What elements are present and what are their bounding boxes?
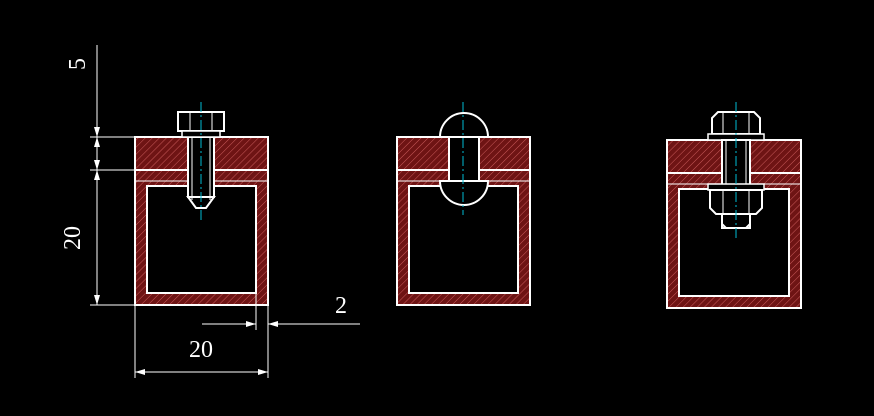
tube-wall-hatch — [397, 170, 530, 305]
dim-label-wall-thickness: 2 — [335, 293, 347, 319]
view-bolt-nut — [666, 102, 802, 309]
view-rivet — [396, 102, 531, 306]
dim-label-height: 20 — [60, 226, 86, 250]
rivet-head-bottom — [438, 180, 490, 206]
view-bolt-square — [134, 102, 269, 306]
tube-wall-hatch — [135, 170, 268, 305]
dimensions-view1: 5 20 20 2 — [60, 45, 360, 378]
rivet-shank — [448, 136, 480, 182]
dim-label-top-thickness: 5 — [65, 58, 91, 70]
tube-wall-hatch — [667, 173, 801, 308]
bolt-end — [721, 213, 751, 229]
rivet-head-top — [438, 112, 490, 138]
bolt-tip — [186, 196, 216, 209]
dim-label-width: 20 — [189, 337, 213, 363]
